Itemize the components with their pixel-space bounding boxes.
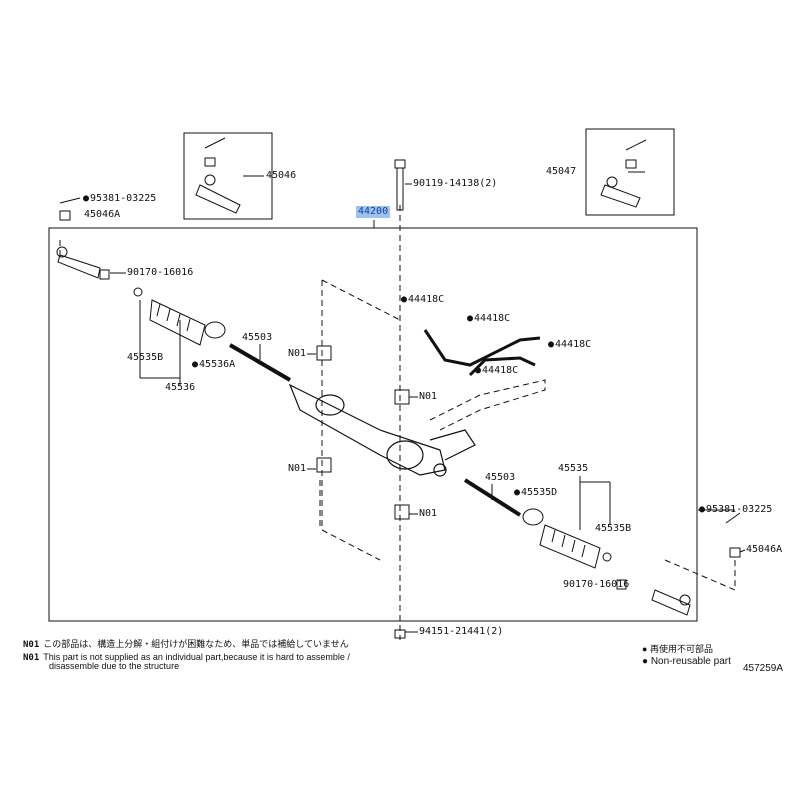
part-label-45046[interactable]: 45046	[266, 170, 297, 181]
clamp-icon	[522, 508, 544, 526]
bolt-icon	[394, 159, 406, 211]
note-english-cont: disassemble due to the structure	[49, 661, 180, 671]
figure-id: 457259A	[743, 663, 784, 674]
n01-label[interactable]: N01	[288, 348, 307, 359]
part-label-95381-03225-left[interactable]: 95381-03225	[83, 193, 156, 205]
tie-rod-end-box-right-part	[600, 139, 647, 208]
tie-rod-end-box-left-part	[195, 137, 241, 214]
clip-icon	[602, 552, 612, 562]
n01-label[interactable]: N01	[419, 391, 438, 402]
cushion-icon	[316, 345, 410, 520]
note-code: N01	[23, 653, 40, 663]
assembly-frame	[48, 227, 698, 622]
part-label-45536A[interactable]: 45536A	[192, 359, 235, 371]
legend-dot-icon: ●	[642, 656, 649, 667]
rack-housing	[288, 383, 476, 477]
tie-rod-end-right	[651, 589, 691, 616]
part-label-45503-left[interactable]: 45503	[242, 332, 273, 343]
part-label-94151-21441[interactable]: 94151-21441(2)	[419, 626, 504, 637]
note-jp-text: この部品は、構造上分解・組付けが困難なため、単品では補給していません	[43, 639, 349, 649]
part-label-45535D[interactable]: 45535D	[514, 487, 557, 499]
tie-rod-end-left	[56, 246, 101, 279]
cotter-pin-icon	[59, 197, 81, 204]
part-label-45535[interactable]: 45535	[558, 463, 589, 474]
inner-tie-rod-left	[228, 343, 292, 382]
legend-en: ● Non-reusable part	[642, 657, 731, 667]
part-label-45046A-left[interactable]: 45046A	[84, 209, 121, 220]
nut-icon	[59, 210, 741, 590]
clamp-icon	[204, 321, 226, 339]
part-label-45047[interactable]: 45047	[546, 166, 577, 177]
boot-left	[149, 299, 206, 346]
leader-lines	[110, 171, 746, 633]
part-label-45046A-right[interactable]: 45046A	[746, 544, 783, 555]
part-label-44418C[interactable]: 44418C	[475, 365, 518, 377]
legend-jp: ● 再使用不可部品	[642, 644, 713, 654]
part-label-45536[interactable]: 45536	[165, 382, 196, 393]
boot-right	[539, 524, 601, 569]
pressure-tube	[423, 329, 541, 367]
clip-icon	[133, 287, 143, 297]
part-label-90170-16016-right[interactable]: 90170-16016	[563, 579, 630, 590]
n01-label[interactable]: N01	[419, 508, 438, 519]
guide-lines	[59, 240, 736, 591]
legend-dot-icon: ●	[642, 644, 648, 654]
part-label-90119-14138[interactable]: 90119-14138(2)	[413, 178, 498, 189]
note-en-text: This part is not supplied as an individu…	[43, 652, 350, 662]
note-code: N01	[23, 640, 40, 650]
part-label-44418C[interactable]: 44418C	[401, 294, 444, 306]
tie-rod-end-box-right	[585, 128, 675, 216]
legend-jp-text: 再使用不可部品	[649, 644, 713, 654]
n01-label[interactable]: N01	[288, 463, 307, 474]
legend-en-text: Non-reusable part	[650, 656, 731, 667]
part-label-45535B-right[interactable]: 45535B	[595, 523, 632, 534]
part-label-44418C[interactable]: 44418C	[467, 313, 510, 325]
part-label-90170-16016-left[interactable]: 90170-16016	[127, 267, 194, 278]
part-label-45535B-left[interactable]: 45535B	[127, 352, 164, 363]
tie-rod-end-box-left	[183, 132, 273, 220]
part-label-44418C[interactable]: 44418C	[548, 339, 591, 351]
part-label-45503-right[interactable]: 45503	[485, 472, 516, 483]
part-label-44200[interactable]: 44200	[356, 206, 391, 218]
part-label-95381-03225-right[interactable]: 95381-03225	[699, 504, 772, 516]
bolt-icon	[394, 629, 406, 639]
